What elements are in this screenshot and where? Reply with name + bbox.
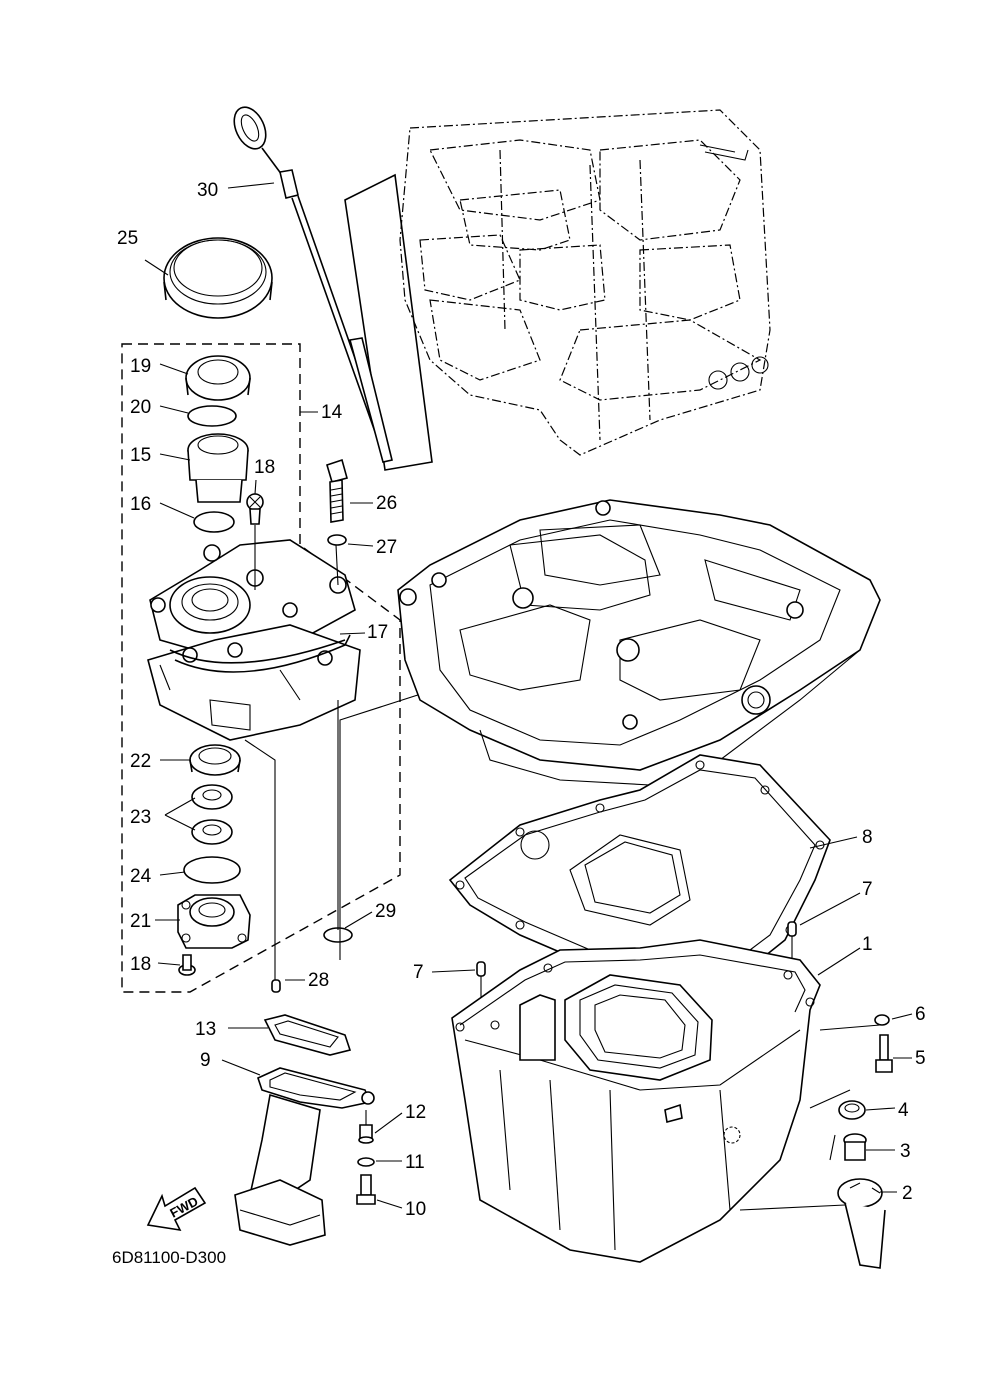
dipstick-guide-outline	[344, 173, 433, 471]
callout-2: 2	[902, 1183, 913, 1204]
callout-30: 30	[197, 180, 218, 201]
engine-block-outline	[399, 109, 771, 456]
engine-base-plate	[397, 499, 881, 786]
drain-pipe-2	[837, 1178, 886, 1269]
callout-13: 13	[195, 1019, 216, 1040]
callout-1: 1	[862, 934, 873, 955]
gasket-4	[838, 1100, 866, 1120]
spacer-12	[358, 1124, 374, 1144]
callout-7-right: 7	[862, 879, 873, 900]
gasket-17	[174, 634, 351, 673]
callout-19: 19	[130, 356, 151, 377]
callout-15: 15	[130, 445, 151, 466]
callout-14: 14	[321, 402, 343, 423]
washer-6	[874, 1014, 890, 1026]
seal-13	[263, 1014, 352, 1056]
oil-seal-23b	[191, 819, 233, 845]
dowel-28	[271, 979, 281, 993]
seal-ring	[163, 237, 273, 319]
drain-plug-3	[843, 1133, 867, 1161]
callout-3: 3	[900, 1141, 911, 1162]
oil-pump-housing	[147, 539, 361, 741]
callout-20: 20	[130, 397, 151, 418]
callout-28: 28	[308, 970, 329, 991]
dowel-pin-7-left	[476, 961, 486, 977]
o-ring-29	[323, 927, 353, 943]
callout-21: 21	[130, 911, 151, 932]
callout-11: 11	[405, 1152, 425, 1173]
drawing-code: 6D81100-D300	[112, 1248, 226, 1267]
callout-5: 5	[915, 1048, 926, 1069]
oil-seal-22	[189, 744, 241, 776]
callout-12: 12	[405, 1102, 426, 1123]
o-ring-16	[193, 511, 235, 533]
fwd-label: FWD	[167, 1194, 200, 1221]
dipstick	[233, 106, 393, 463]
callout-labels: 30 25 19 20 15 16 18 14 26 27 17 22 23 2…	[117, 180, 926, 1220]
callout-6: 6	[915, 1004, 926, 1025]
oil-strainer	[234, 1067, 375, 1246]
dowel-pin-7-right	[787, 921, 797, 937]
oil-pan-gasket	[448, 754, 831, 991]
callout-24: 24	[130, 866, 152, 887]
o-ring-24	[183, 856, 241, 884]
screw-18-lower	[178, 954, 196, 976]
oil-seal-19	[185, 355, 251, 401]
callout-4: 4	[898, 1100, 909, 1121]
oil-seal-23a	[191, 784, 233, 810]
callout-26: 26	[376, 493, 397, 514]
callout-16: 16	[130, 494, 151, 515]
bolt-26	[326, 458, 348, 523]
callout-29: 29	[375, 901, 396, 922]
bolt-10	[356, 1174, 376, 1205]
forward-direction-arrow: FWD	[146, 1186, 207, 1232]
callout-18-lower: 18	[130, 954, 151, 975]
oil-pan	[451, 939, 821, 1263]
callout-25: 25	[117, 228, 138, 249]
washer-11	[357, 1157, 375, 1167]
oil-pump-assembly-box	[121, 343, 401, 993]
o-ring-20	[187, 405, 237, 427]
callout-7-left: 7	[413, 962, 424, 983]
leader-lines	[144, 182, 913, 1209]
callout-17: 17	[367, 622, 388, 643]
callout-22: 22	[130, 751, 151, 772]
collar-15	[187, 433, 249, 503]
callout-9: 9	[200, 1050, 211, 1071]
washer-27	[327, 534, 347, 546]
callout-23: 23	[130, 807, 151, 828]
cover-21	[177, 894, 251, 949]
callout-10: 10	[405, 1199, 426, 1220]
callout-18-upper: 18	[254, 457, 275, 478]
callout-8: 8	[862, 827, 873, 848]
bolt-5	[875, 1034, 893, 1073]
screw-18-upper	[246, 493, 264, 525]
callout-27: 27	[376, 537, 397, 558]
